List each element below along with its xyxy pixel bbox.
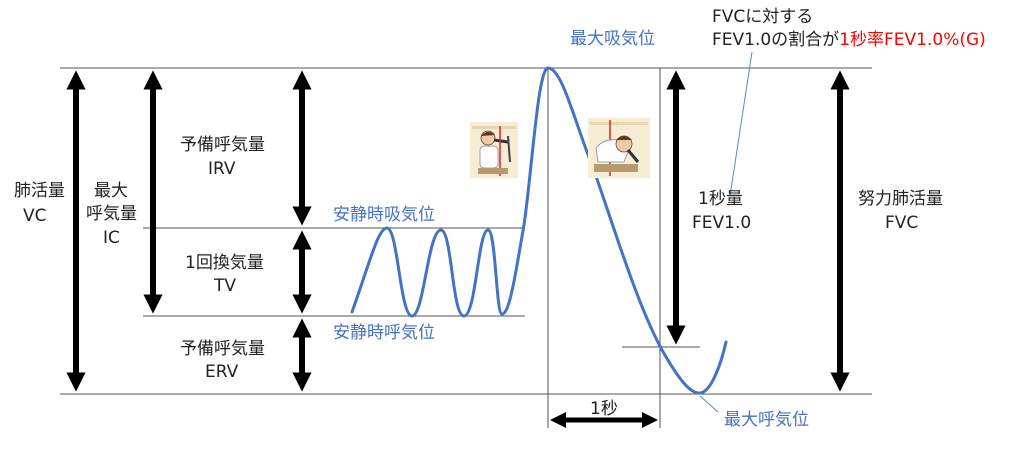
note-line2-prefix: FEV1.0の割合が: [712, 30, 839, 50]
one-second-label: 1秒: [590, 399, 618, 419]
tv-label-line2: TV: [213, 276, 236, 296]
ic-label-line2: 呼気量: [86, 204, 137, 224]
tv-label-line1: 1回換気量: [185, 253, 264, 273]
ic-label-line3: IC: [103, 228, 120, 248]
note-line2-highlight: 1秒率FEV1.0%(G): [839, 30, 986, 50]
note-line2: FEV1.0の割合が1秒率FEV1.0%(G): [712, 30, 986, 50]
vc-label-line2: VC: [23, 206, 47, 226]
erv-label-line2: ERV: [205, 362, 239, 382]
max-expiration-callout-line: [699, 395, 719, 413]
fev1-label-line1: 1秒量: [698, 189, 743, 209]
resting-expiration-label: 安静時呼気位: [333, 323, 435, 343]
max-expiration-label: 最大呼気位: [724, 410, 809, 430]
vc-label-line1: 肺活量: [14, 181, 65, 201]
max-inspiration-label: 最大吸気位: [570, 29, 655, 49]
ic-label-line1: 最大: [94, 181, 128, 201]
fvc-label-line1: 努力肺活量: [858, 189, 943, 209]
irv-label-line2: IRV: [208, 159, 236, 179]
irv-label-line1: 予備呼気量: [180, 135, 265, 155]
note-line1: FVCに対する: [712, 7, 813, 27]
exhaling-person-illustration: [588, 118, 650, 178]
spirometry-curve: [350, 66, 728, 395]
resting-inspiration-label: 安静時吸気位: [333, 205, 435, 225]
note-callout-line: [729, 51, 753, 197]
inhaling-person-illustration: [470, 122, 518, 178]
fev1-label-line2: FEV1.0: [692, 213, 751, 233]
fvc-label-line2: FVC: [885, 213, 918, 233]
erv-label-line1: 予備呼気量: [180, 339, 265, 359]
